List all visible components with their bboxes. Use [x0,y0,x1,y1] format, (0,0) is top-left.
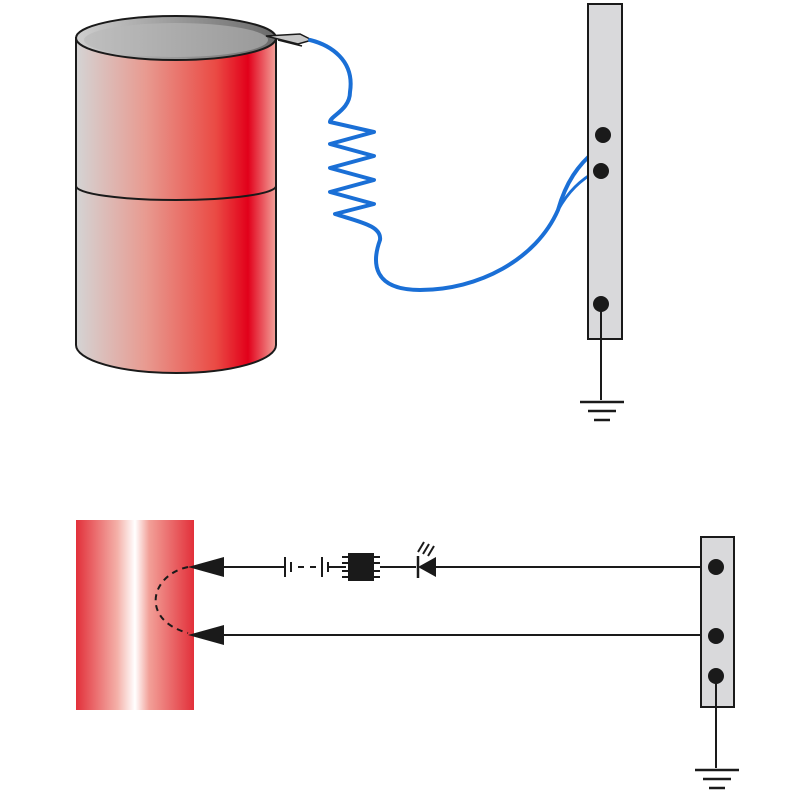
battery-icon [284,557,329,577]
contact-arc [154,566,189,634]
grounding-bar [700,536,735,708]
top-view [75,3,624,422]
ground-symbol-icon [695,768,739,790]
arrow-head [188,625,224,645]
drum-barrel [75,15,277,374]
arrow-head [188,557,224,577]
ground-symbol-icon [580,400,624,422]
terminal-dot [595,127,611,143]
drum-section [76,520,194,710]
terminal-dot [708,559,724,575]
led-icon [416,541,436,578]
grounding-bar [587,3,623,340]
coiled-cable [308,38,598,292]
chip-icon [342,553,380,581]
terminal-dot [708,628,724,644]
terminal-dot [593,163,609,179]
schematic-view [76,520,739,790]
